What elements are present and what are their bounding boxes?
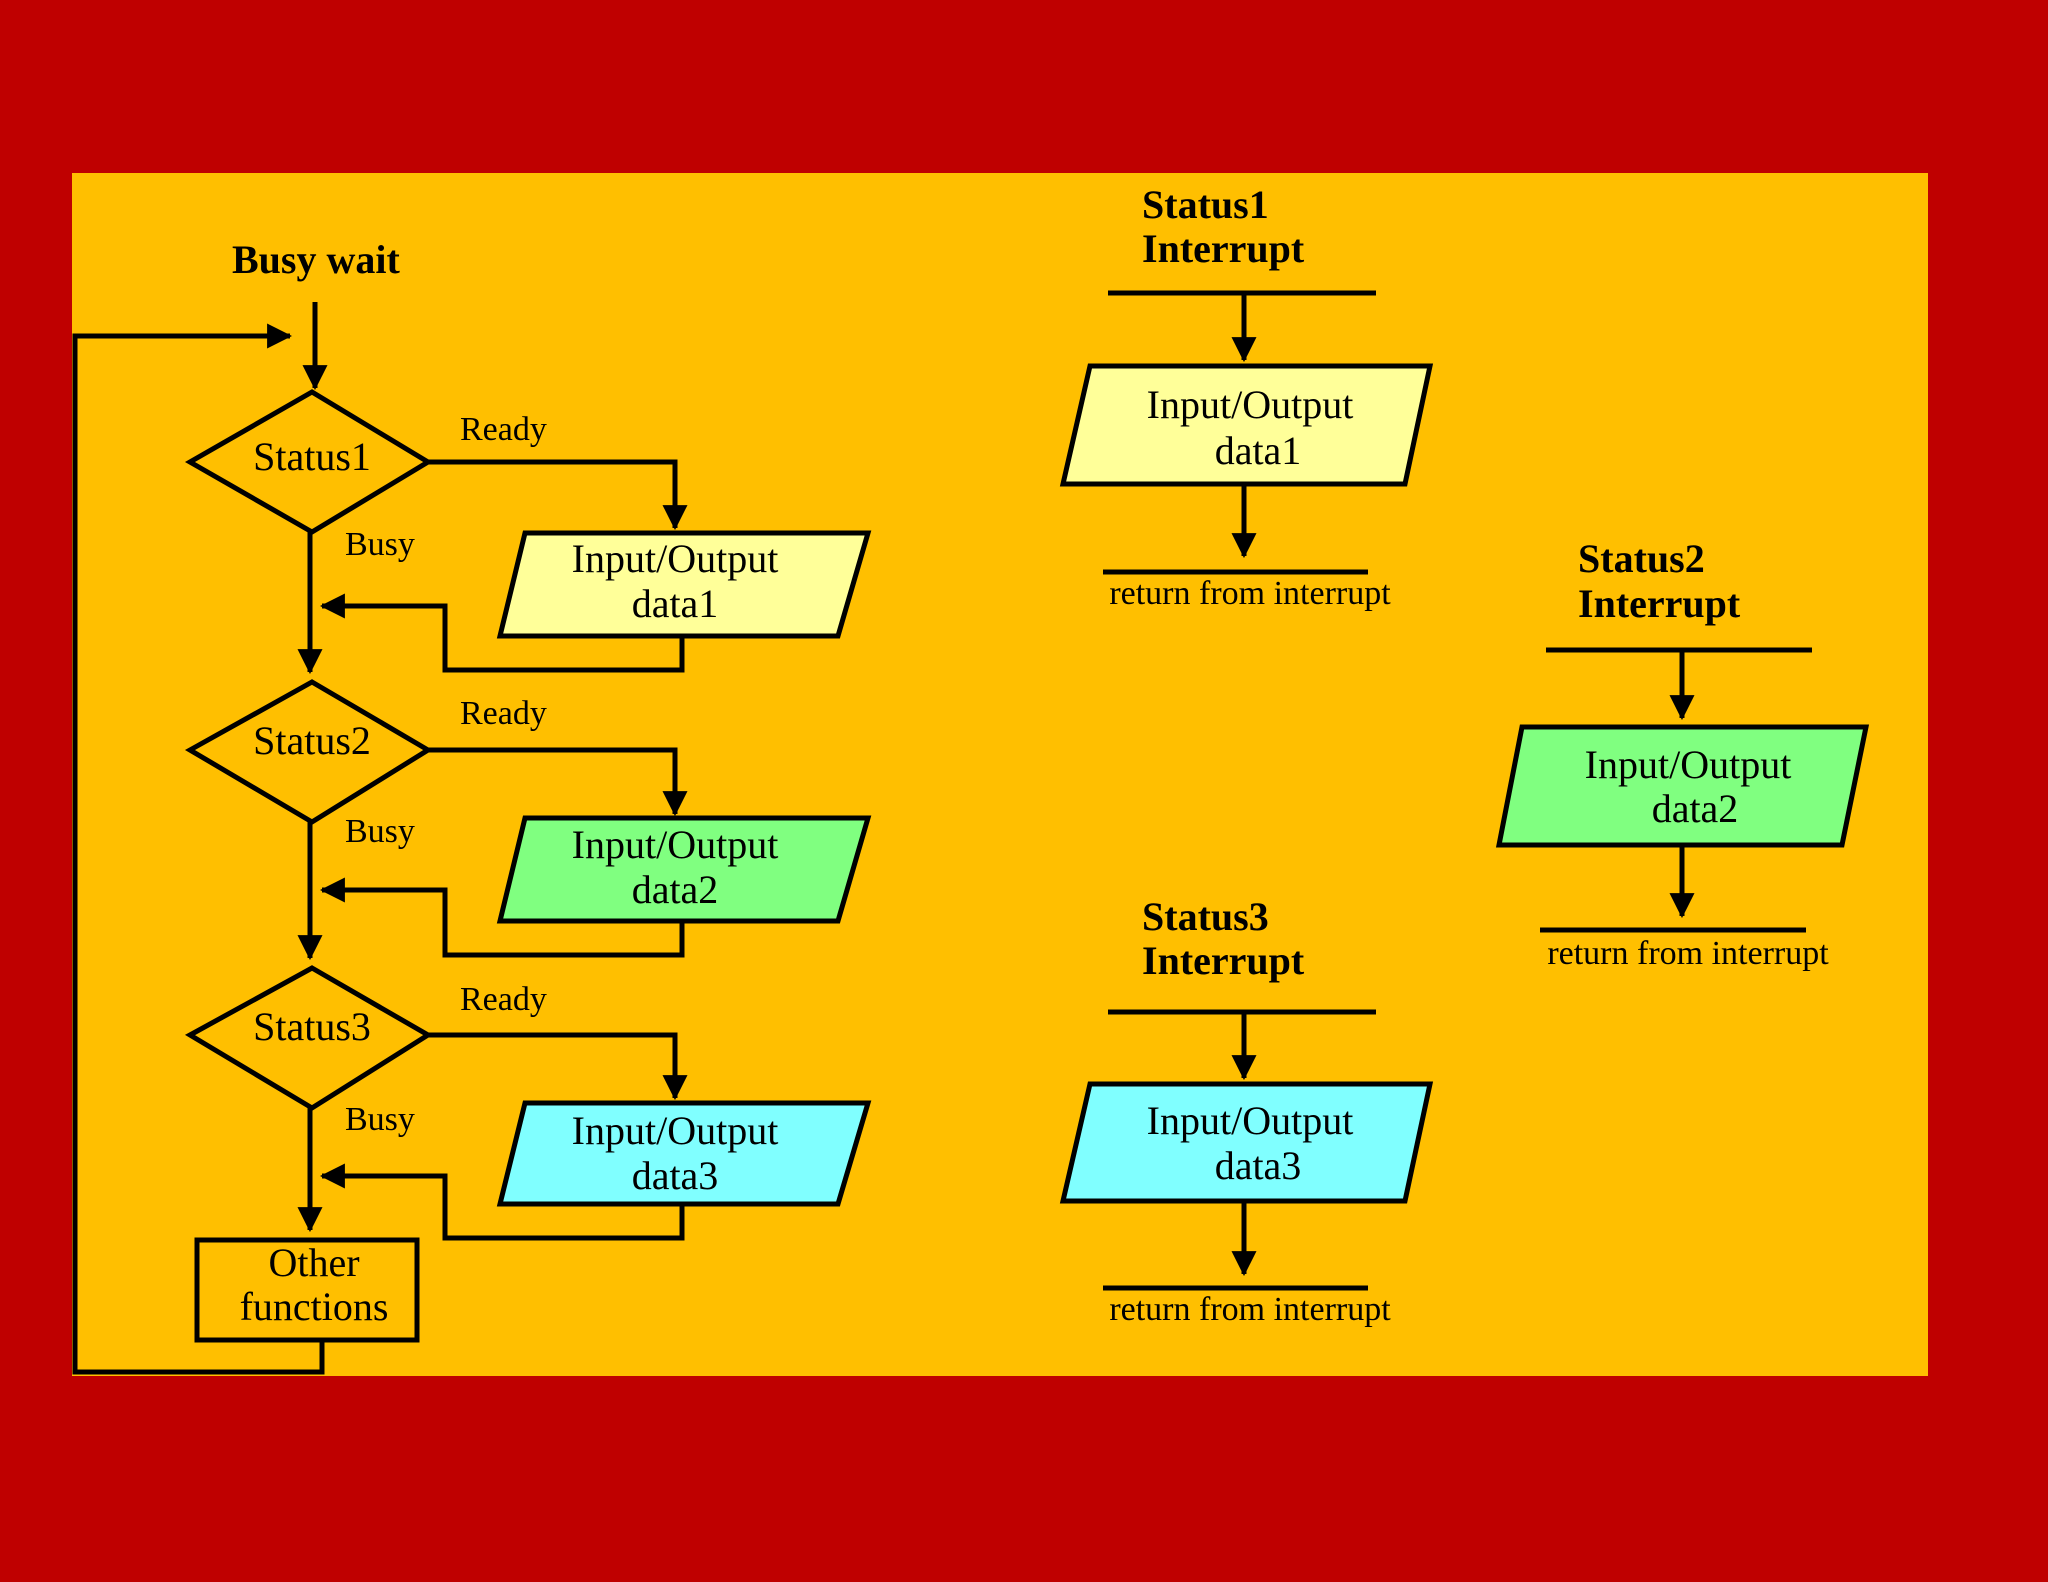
- int3-title-line2: Interrupt: [1142, 938, 1305, 983]
- other-functions-line1: Other: [268, 1240, 359, 1285]
- status1-decision-label: Status1: [253, 434, 371, 479]
- status2-ready-connector: [428, 747, 688, 817]
- bw-io-data3-line1: Input/Output: [572, 1108, 779, 1153]
- int2-io-line1: Input/Output: [1585, 742, 1792, 787]
- int3-io-line2: data3: [1215, 1143, 1302, 1188]
- int2-title-line1: Status2: [1578, 536, 1705, 581]
- int1-io-line1: Input/Output: [1147, 382, 1354, 427]
- int1-return-text: return from interrupt: [1109, 575, 1391, 612]
- int3-io-data3-box: [1059, 1081, 1434, 1204]
- status3-ready-label: Ready: [460, 981, 547, 1018]
- busy-wait-title: Busy wait: [232, 237, 400, 282]
- int3-return-text: return from interrupt: [1109, 1291, 1391, 1328]
- status1-ready-connector: [428, 459, 688, 531]
- status3-ready-connector: [428, 1032, 688, 1101]
- int1-io-data1-box: [1059, 363, 1434, 487]
- loop-back-connector: [72, 323, 325, 1375]
- bw-io-data2-box: [496, 815, 872, 924]
- int1-title-line2: Interrupt: [1142, 226, 1305, 271]
- status2-busy-label: Busy: [345, 813, 415, 850]
- bw-io-data2-line1: Input/Output: [572, 822, 779, 867]
- int1-title-line1: Status1: [1142, 182, 1269, 227]
- bw-io-data2-return-connector: [319, 877, 685, 958]
- bw-io-data2-line2: data2: [632, 867, 719, 912]
- bw-io-data1-return-connector: [319, 593, 685, 673]
- status1-ready-label: Ready: [460, 411, 547, 448]
- bw-io-data1-line2: data1: [632, 581, 719, 626]
- int3-title-line1: Status3: [1142, 894, 1269, 939]
- bw-io-data3-line2: data3: [632, 1153, 719, 1198]
- int3-io-line1: Input/Output: [1147, 1098, 1354, 1143]
- status3-decision-label: Status3: [253, 1004, 371, 1049]
- status2-decision-label: Status2: [253, 718, 371, 763]
- bw-io-data1-box: [496, 530, 872, 639]
- other-functions-line2: functions: [240, 1284, 389, 1329]
- status1-busy-label: Busy: [345, 526, 415, 563]
- bw-io-data3-return-connector: [319, 1163, 685, 1241]
- bw-io-data1-line1: Input/Output: [572, 536, 779, 581]
- bw-io-data3-box: [496, 1100, 872, 1207]
- status3-busy-label: Busy: [345, 1101, 415, 1138]
- int1-io-line2: data1: [1215, 428, 1302, 473]
- int2-return-text: return from interrupt: [1547, 935, 1829, 972]
- int2-io-data2-box: [1495, 724, 1870, 848]
- status2-ready-label: Ready: [460, 695, 547, 732]
- other-functions-box: [194, 1237, 420, 1343]
- int2-io-line2: data2: [1652, 786, 1739, 831]
- int2-title-line2: Interrupt: [1578, 581, 1741, 626]
